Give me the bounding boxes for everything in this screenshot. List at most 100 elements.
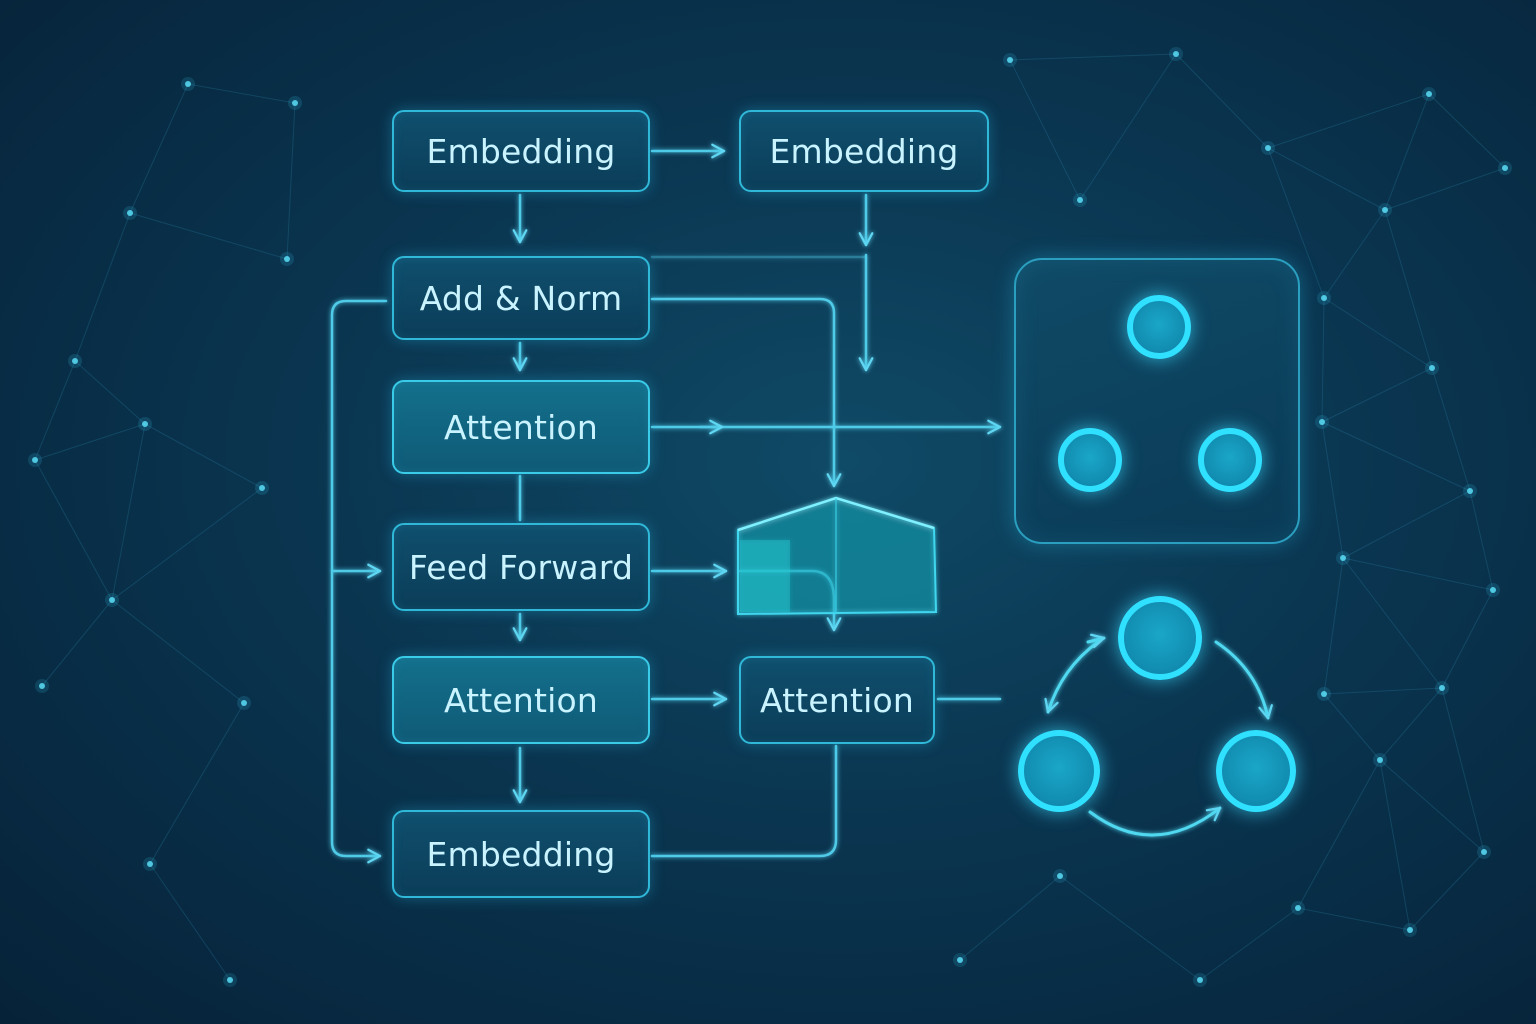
attention-node-upper[interactable]: Attention <box>392 380 650 474</box>
embedding-label: Embedding <box>426 131 616 171</box>
network-link <box>111 487 263 601</box>
edge-addnorm-right <box>650 297 842 488</box>
network-dot <box>1429 365 1435 371</box>
network-link <box>1384 93 1430 211</box>
network-link <box>1321 421 1344 559</box>
add-norm-node[interactable]: Add & Norm <box>392 256 650 340</box>
network-link <box>1267 147 1386 211</box>
network-dot <box>127 210 133 216</box>
network-dot <box>1321 295 1327 301</box>
network-link <box>1384 167 1506 211</box>
network-dot <box>109 597 115 603</box>
add-norm-label: Add & Norm <box>419 278 623 318</box>
network-link <box>1199 907 1299 981</box>
edge-left-loop <box>330 299 388 864</box>
network-dot <box>1382 207 1388 213</box>
network-dot <box>1490 587 1496 593</box>
attention-label: Attention <box>443 407 599 447</box>
network-dot <box>1077 197 1083 203</box>
network-dot <box>1481 849 1487 855</box>
network-link <box>111 423 146 601</box>
network-link <box>34 459 113 601</box>
attention-node-lower-left[interactable]: Attention <box>392 656 650 744</box>
network-dot <box>1340 555 1346 561</box>
network-link <box>1009 53 1177 61</box>
network-link <box>129 83 189 214</box>
network-link <box>1323 297 1433 369</box>
network-dot <box>1007 57 1013 63</box>
embedding-node-bottom[interactable]: Embedding <box>392 810 650 898</box>
network-dot <box>1173 51 1179 57</box>
network-dot <box>147 861 153 867</box>
network-link <box>1079 53 1177 201</box>
network-dot <box>1057 873 1063 879</box>
network-link <box>34 423 146 461</box>
network-dot <box>72 358 78 364</box>
network-dot <box>1467 488 1473 494</box>
network-link <box>1379 687 1443 761</box>
network-link <box>1267 93 1430 149</box>
network-link <box>1321 297 1325 423</box>
network-link <box>1321 367 1433 423</box>
network-dot <box>957 957 963 963</box>
panel-cycle-node-right <box>1198 428 1262 492</box>
network-dot <box>1439 685 1445 691</box>
network-link <box>1321 421 1471 492</box>
network-dot <box>259 485 265 491</box>
network-dot <box>142 421 148 427</box>
network-link <box>1469 490 1494 591</box>
network-dot <box>292 100 298 106</box>
network-dot <box>1407 927 1413 933</box>
embedding-label: Embedding <box>769 131 959 171</box>
network-link <box>1379 759 1411 931</box>
network-dot <box>1295 905 1301 911</box>
network-dot <box>284 256 290 262</box>
network-link <box>41 599 113 687</box>
embedding-node-top-right[interactable]: Embedding <box>739 110 989 192</box>
network-link <box>1323 209 1386 299</box>
attention-label: Attention <box>759 680 915 720</box>
network-dot <box>1197 977 1203 983</box>
network-link <box>1441 687 1485 853</box>
network-link <box>1431 367 1471 492</box>
network-dot <box>241 700 247 706</box>
embedding-label: Embedding <box>426 834 616 874</box>
network-link <box>1297 759 1381 909</box>
network-link <box>74 212 131 362</box>
network-link <box>187 83 296 104</box>
network-dot <box>1321 691 1327 697</box>
feed-forward-node[interactable]: Feed Forward <box>392 523 650 611</box>
network-link <box>959 875 1061 961</box>
network-dot <box>39 683 45 689</box>
network-dot <box>1426 91 1432 97</box>
panel-cycle-node-left <box>1058 428 1122 492</box>
attention-label: Attention <box>443 680 599 720</box>
network-dot <box>1319 419 1325 425</box>
free-cycle-node-top <box>1118 596 1202 680</box>
network-link <box>1323 693 1381 761</box>
network-dot <box>32 457 38 463</box>
network-link <box>34 360 76 461</box>
panel-cycle-node-top <box>1127 295 1191 359</box>
network-dot <box>227 977 233 983</box>
network-link <box>111 599 245 704</box>
network-link <box>149 702 245 865</box>
network-link <box>1384 209 1433 369</box>
network-link <box>286 102 296 260</box>
network-link <box>1297 907 1411 931</box>
network-link <box>1342 557 1443 689</box>
network-link <box>1379 759 1485 853</box>
attention-node-lower-right[interactable]: Attention <box>739 656 935 744</box>
embedding-node-top-left[interactable]: Embedding <box>392 110 650 192</box>
network-dot <box>1265 145 1271 151</box>
network-link <box>1428 93 1506 169</box>
network-link <box>1059 875 1201 981</box>
edge-embedding-to-attention-right <box>650 744 838 858</box>
network-link <box>1323 557 1344 695</box>
network-dot <box>185 81 191 87</box>
network-link <box>149 863 231 981</box>
network-dot <box>1377 757 1383 763</box>
network-link <box>1323 687 1443 695</box>
